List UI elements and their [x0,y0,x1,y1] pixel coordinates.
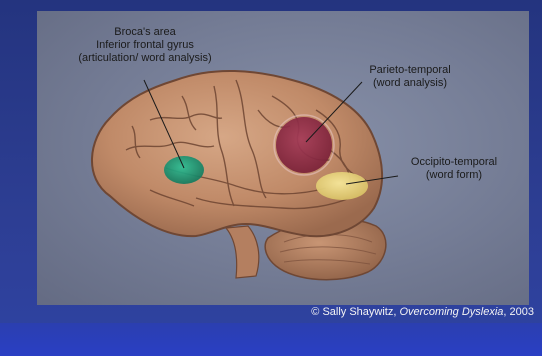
occipito-label-line1: Occipito-temporal [392,156,516,169]
credit-book-title: Overcoming Dyslexia [399,306,503,318]
copyright-credit: © Sally Shaywitz, Overcoming Dyslexia, 2… [311,306,534,318]
parieto-temporal-label: Parieto-temporal (word analysis) [350,64,470,90]
brainstem-shape [226,226,259,278]
broca-label-line2: Inferior frontal gyrus [40,39,250,52]
broca-label-line3: (articulation/ word analysis) [40,52,250,65]
occipito-label-line2: (word form) [392,169,516,182]
broca-label-line1: Broca's area [40,26,250,39]
cerebrum-shape [92,71,382,236]
broca-region-marker [164,156,204,184]
broca-label: Broca's area Inferior frontal gyrus (art… [40,26,250,65]
parieto-label-line2: (word analysis) [350,77,470,90]
parieto-label-line1: Parieto-temporal [350,64,470,77]
credit-suffix: , 2003 [503,306,534,318]
occipito-temporal-region-marker [316,172,368,200]
occipito-temporal-label: Occipito-temporal (word form) [392,156,516,182]
credit-prefix: © Sally Shaywitz, [311,306,399,318]
parieto-temporal-region-marker [276,117,332,173]
